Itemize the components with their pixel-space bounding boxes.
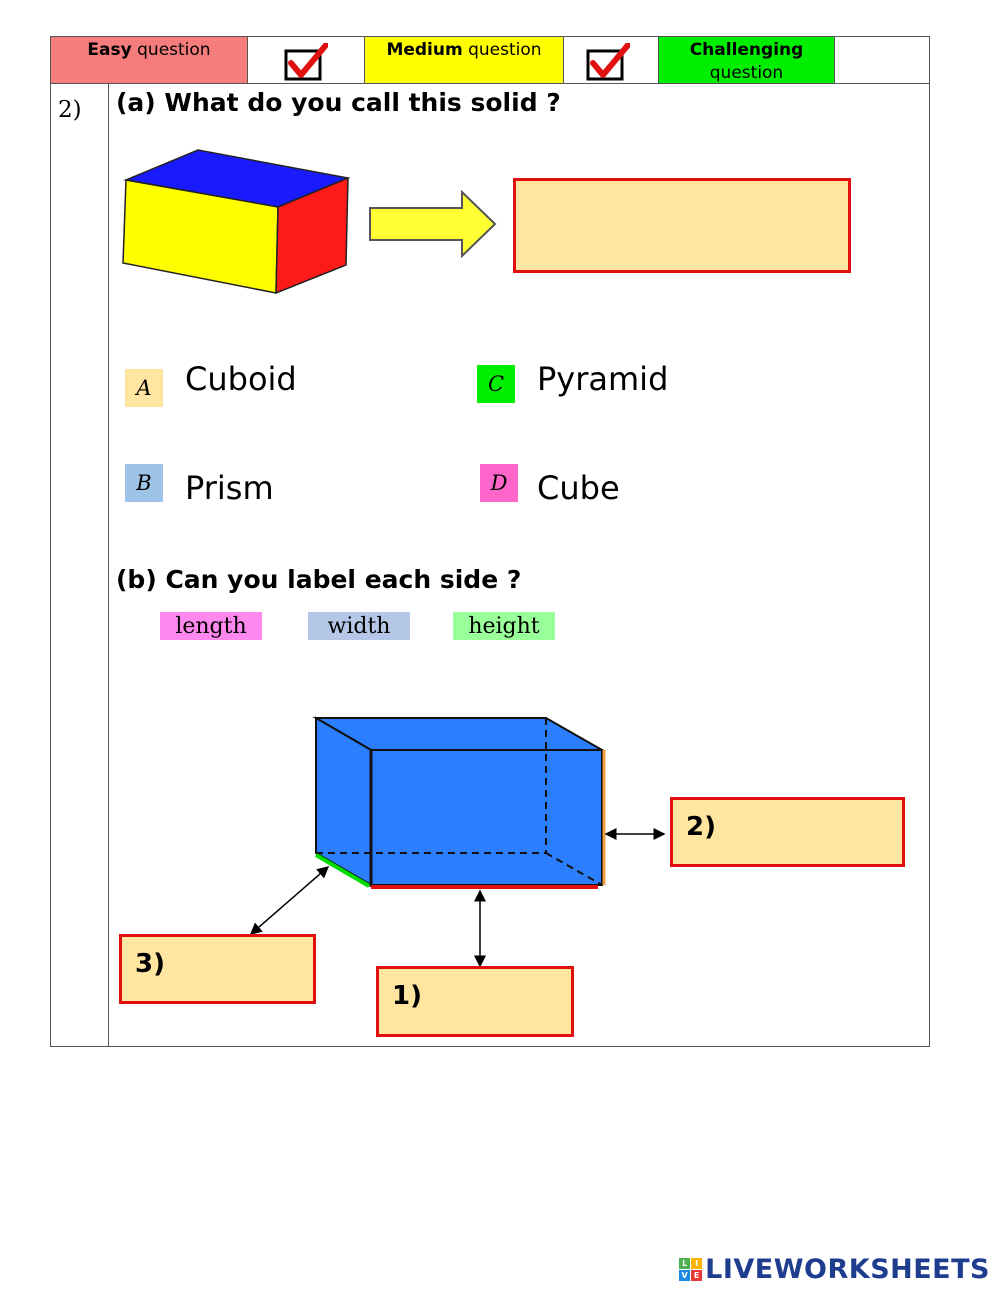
challenging-cell: Challenging question: [659, 37, 835, 83]
option-b-text: Prism: [185, 469, 274, 507]
labeled-cuboid-diagram: [249, 716, 666, 968]
checkbox-checked-icon: [284, 43, 328, 81]
blank-cell: [835, 37, 929, 83]
option-b-badge[interactable]: B: [125, 464, 163, 502]
logo-grid-icon: L I V E: [679, 1258, 703, 1281]
option-a-badge[interactable]: A: [125, 369, 163, 407]
part-b-title: (b) Can you label each side ?: [116, 565, 522, 594]
difficulty-header: Easy question Medium question Challengin…: [50, 36, 930, 84]
answer-box-3-label: 3): [135, 949, 165, 979]
challenging-label-rest: question: [709, 63, 784, 83]
column-divider: [108, 84, 109, 1047]
tag-length[interactable]: length: [160, 612, 262, 640]
option-d-badge[interactable]: D: [480, 464, 518, 502]
challenging-label: Challenging: [689, 40, 804, 60]
answer-box-1-label: 1): [392, 981, 422, 1011]
easy-label-rest: question: [131, 40, 211, 60]
option-d-text: Cube: [537, 469, 620, 507]
medium-label: Medium: [386, 40, 463, 60]
answer-box-1[interactable]: 1): [376, 966, 574, 1037]
medium-label-rest: question: [462, 40, 542, 60]
checkbox-checked-icon: [586, 43, 630, 81]
question-frame: [50, 84, 930, 1047]
answer-box-3[interactable]: 3): [119, 934, 316, 1004]
part-a-title: (a) What do you call this solid ?: [116, 88, 561, 117]
answer-box-2-label: 2): [686, 812, 716, 842]
logo-text: LIVEWORKSHEETS: [705, 1254, 990, 1285]
option-c-badge[interactable]: C: [477, 365, 515, 403]
medium-cell: Medium question: [365, 37, 564, 83]
easy-label: Easy: [87, 40, 132, 60]
cuboid-illustration: [122, 149, 351, 295]
easy-cell: Easy question: [51, 37, 248, 83]
medium-check-cell: [564, 37, 659, 83]
liveworksheets-logo: L I V E LIVEWORKSHEETS: [679, 1254, 990, 1285]
part-a-answer-input[interactable]: [513, 178, 851, 273]
arrow-right-icon: [369, 190, 497, 258]
question-number: 2): [58, 97, 82, 123]
answer-box-2[interactable]: 2): [670, 797, 905, 867]
option-c-text: Pyramid: [537, 360, 669, 398]
tag-width[interactable]: width: [308, 612, 410, 640]
option-a-text: Cuboid: [185, 360, 297, 398]
tag-height[interactable]: height: [453, 612, 555, 640]
easy-check-cell: [248, 37, 365, 83]
